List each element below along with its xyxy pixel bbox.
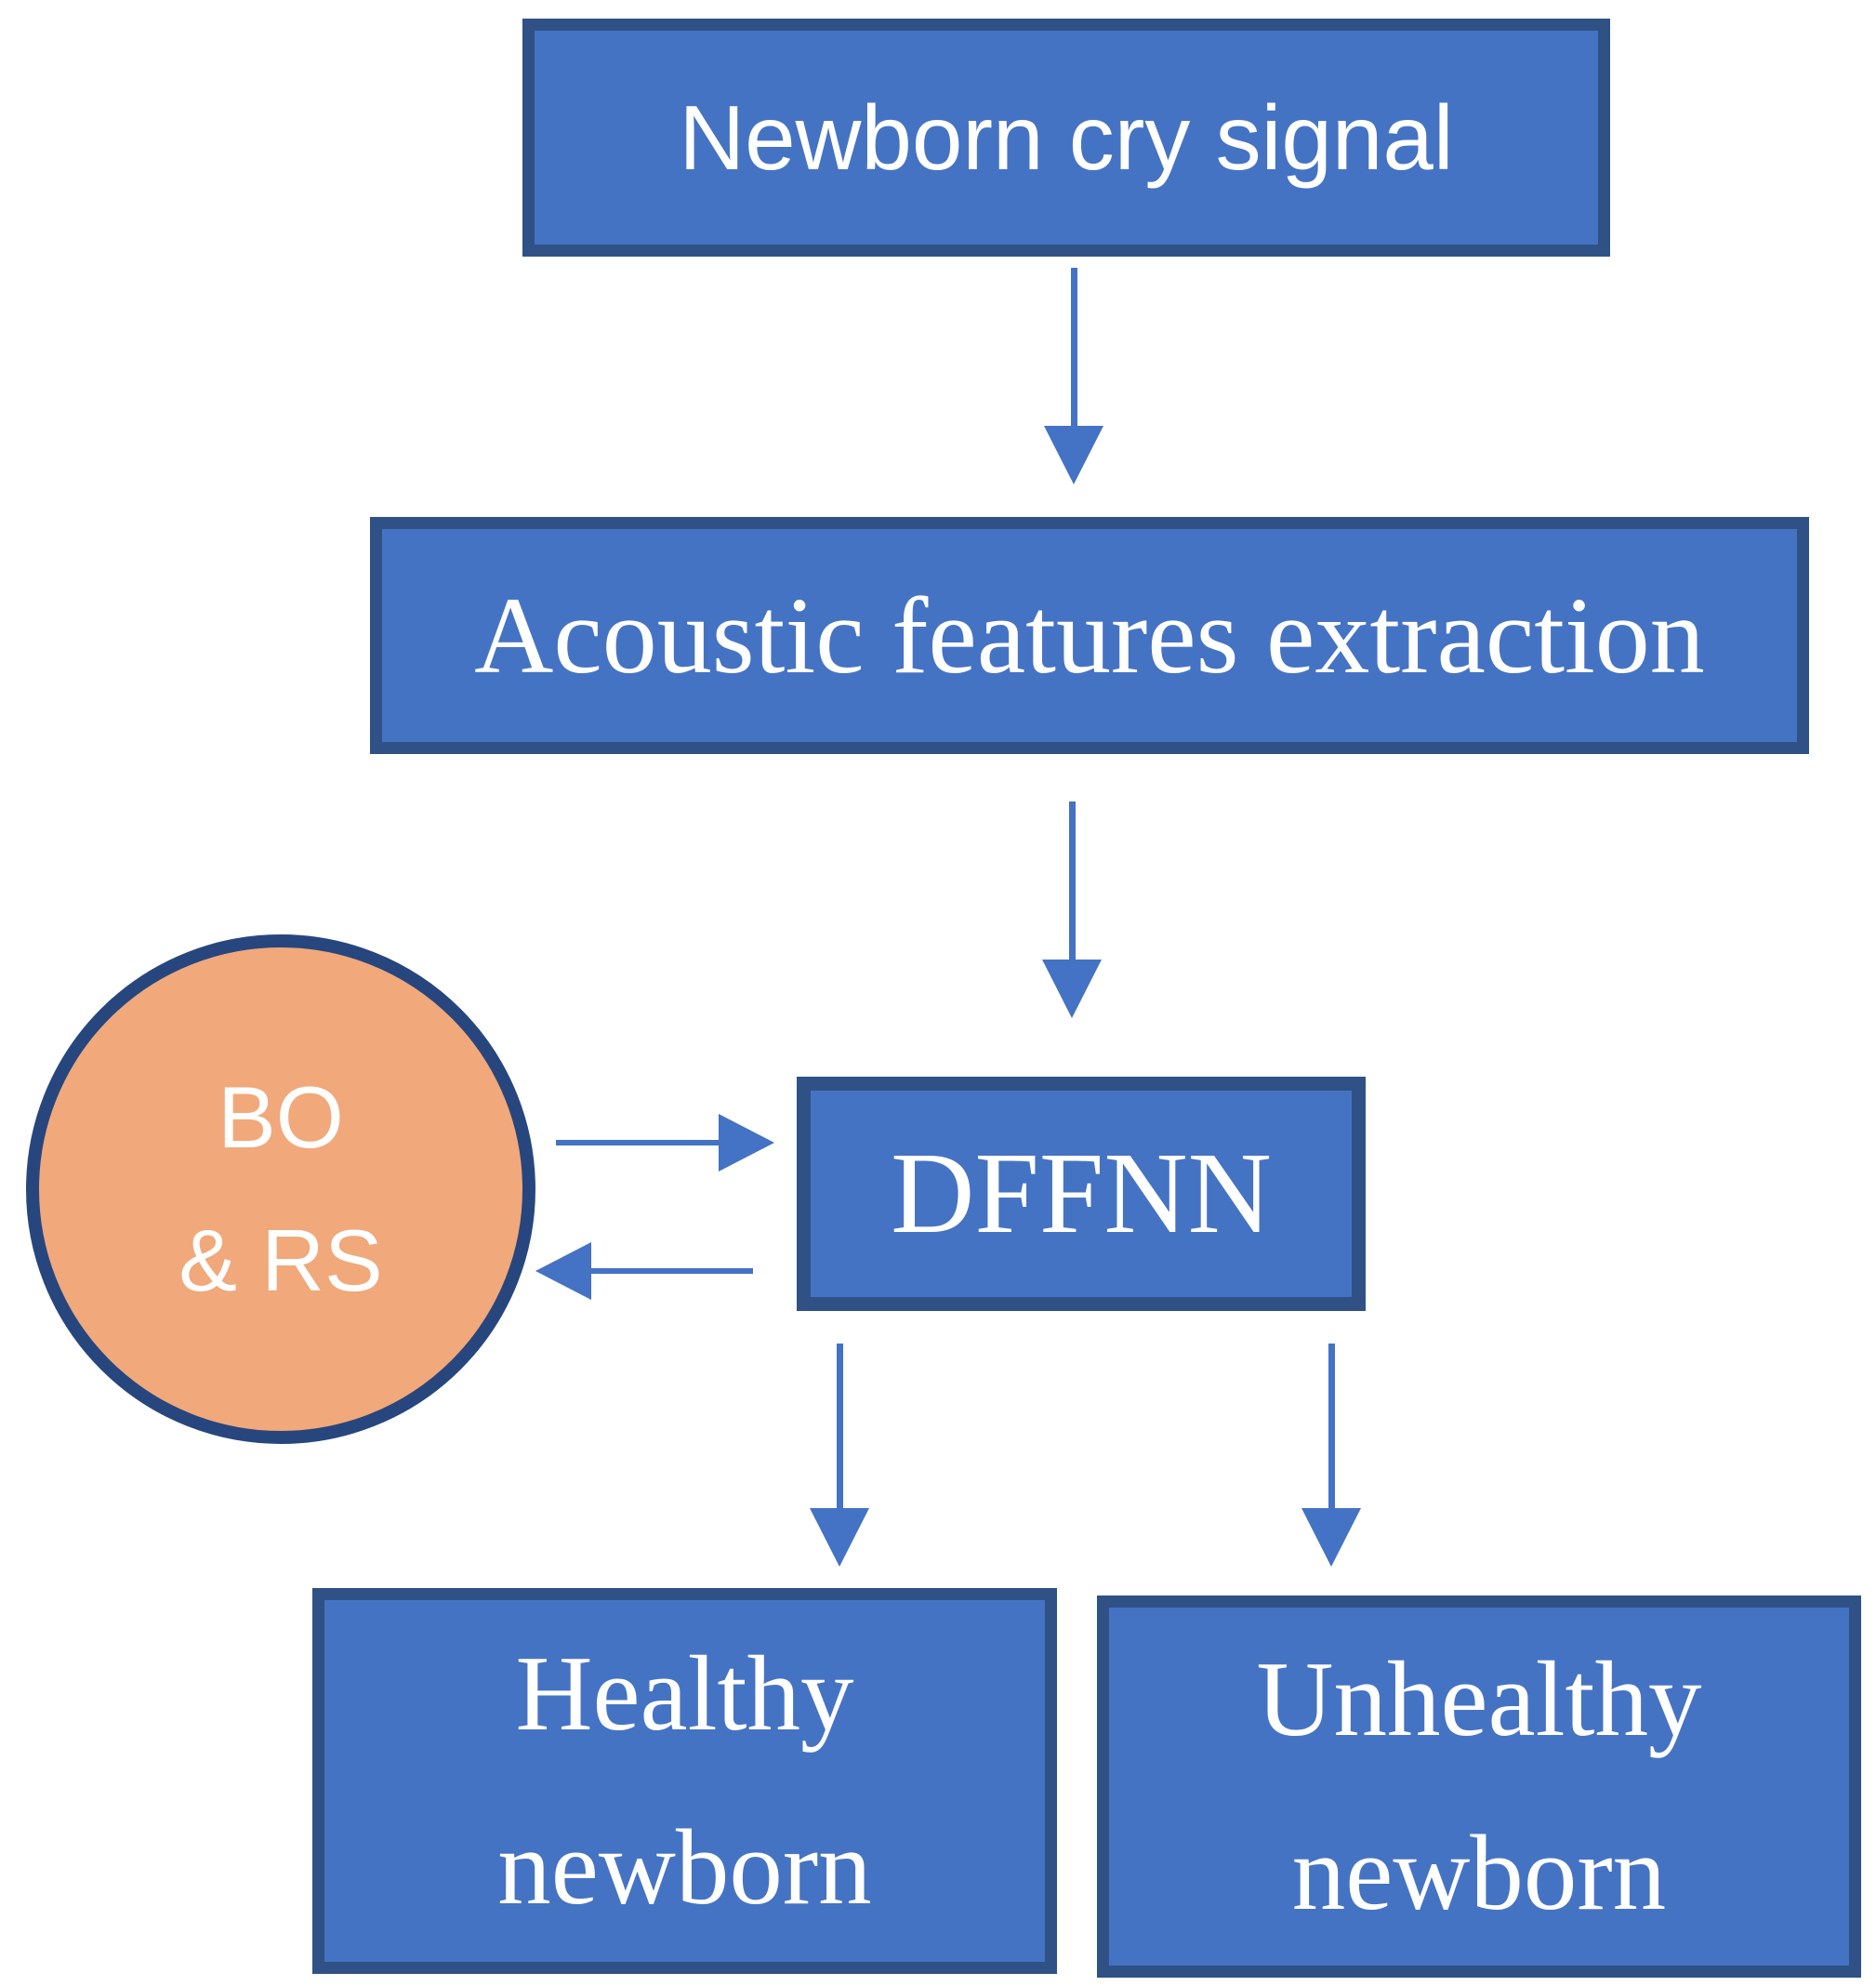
arrow-stem xyxy=(836,1344,843,1508)
node-bo-rs-line1: BO xyxy=(218,1067,344,1166)
node-dffnn-label: DFFNN xyxy=(891,1129,1272,1258)
node-bo-rs-line2: & RS xyxy=(178,1211,383,1309)
arrow-dffnn-to-bors xyxy=(535,1242,753,1300)
node-unhealthy-newborn: Unhealthy newborn xyxy=(1097,1595,1861,1978)
node-unhealthy-newborn-label: Unhealthy newborn xyxy=(1256,1613,1701,1960)
node-newborn-cry-signal-label: Newborn cry signal xyxy=(679,86,1454,189)
node-healthy-newborn-line1: Healthy xyxy=(515,1635,854,1754)
node-unhealthy-newborn-line1: Unhealthy xyxy=(1256,1640,1702,1759)
node-newborn-cry-signal: Newborn cry signal xyxy=(522,19,1610,257)
arrow-signal-to-extraction xyxy=(1044,268,1103,484)
arrow-stem xyxy=(1070,268,1077,426)
arrowhead-down-icon xyxy=(810,1508,869,1567)
node-dffnn: DFFNN xyxy=(797,1077,1366,1311)
node-healthy-newborn-label: Healthy newborn xyxy=(497,1608,871,1954)
arrow-dffnn-to-unhealthy xyxy=(1301,1344,1361,1567)
node-healthy-newborn: Healthy newborn xyxy=(312,1588,1057,1974)
node-bo-rs-label: BO & RS xyxy=(178,1046,382,1332)
arrowhead-down-icon xyxy=(1042,960,1102,1018)
node-acoustic-features-extraction-label: Acoustic features extraction xyxy=(474,574,1705,696)
arrow-extraction-to-dffnn xyxy=(1042,801,1102,1018)
arrowhead-left-icon xyxy=(535,1242,591,1300)
node-acoustic-features-extraction: Acoustic features extraction xyxy=(370,517,1809,754)
arrow-dffnn-to-healthy xyxy=(810,1344,869,1567)
node-healthy-newborn-line2: newborn xyxy=(497,1807,872,1926)
arrow-stem xyxy=(591,1268,753,1274)
arrow-bors-to-dffnn xyxy=(556,1114,774,1172)
arrowhead-down-icon xyxy=(1044,426,1103,484)
node-bo-rs-circle: BO & RS xyxy=(26,934,535,1444)
arrowhead-down-icon xyxy=(1301,1508,1361,1567)
arrowhead-right-icon xyxy=(719,1114,774,1172)
arrow-stem xyxy=(556,1140,719,1145)
arrow-stem xyxy=(1068,801,1076,960)
arrow-stem xyxy=(1328,1344,1335,1508)
node-unhealthy-newborn-line2: newborn xyxy=(1291,1813,1667,1932)
